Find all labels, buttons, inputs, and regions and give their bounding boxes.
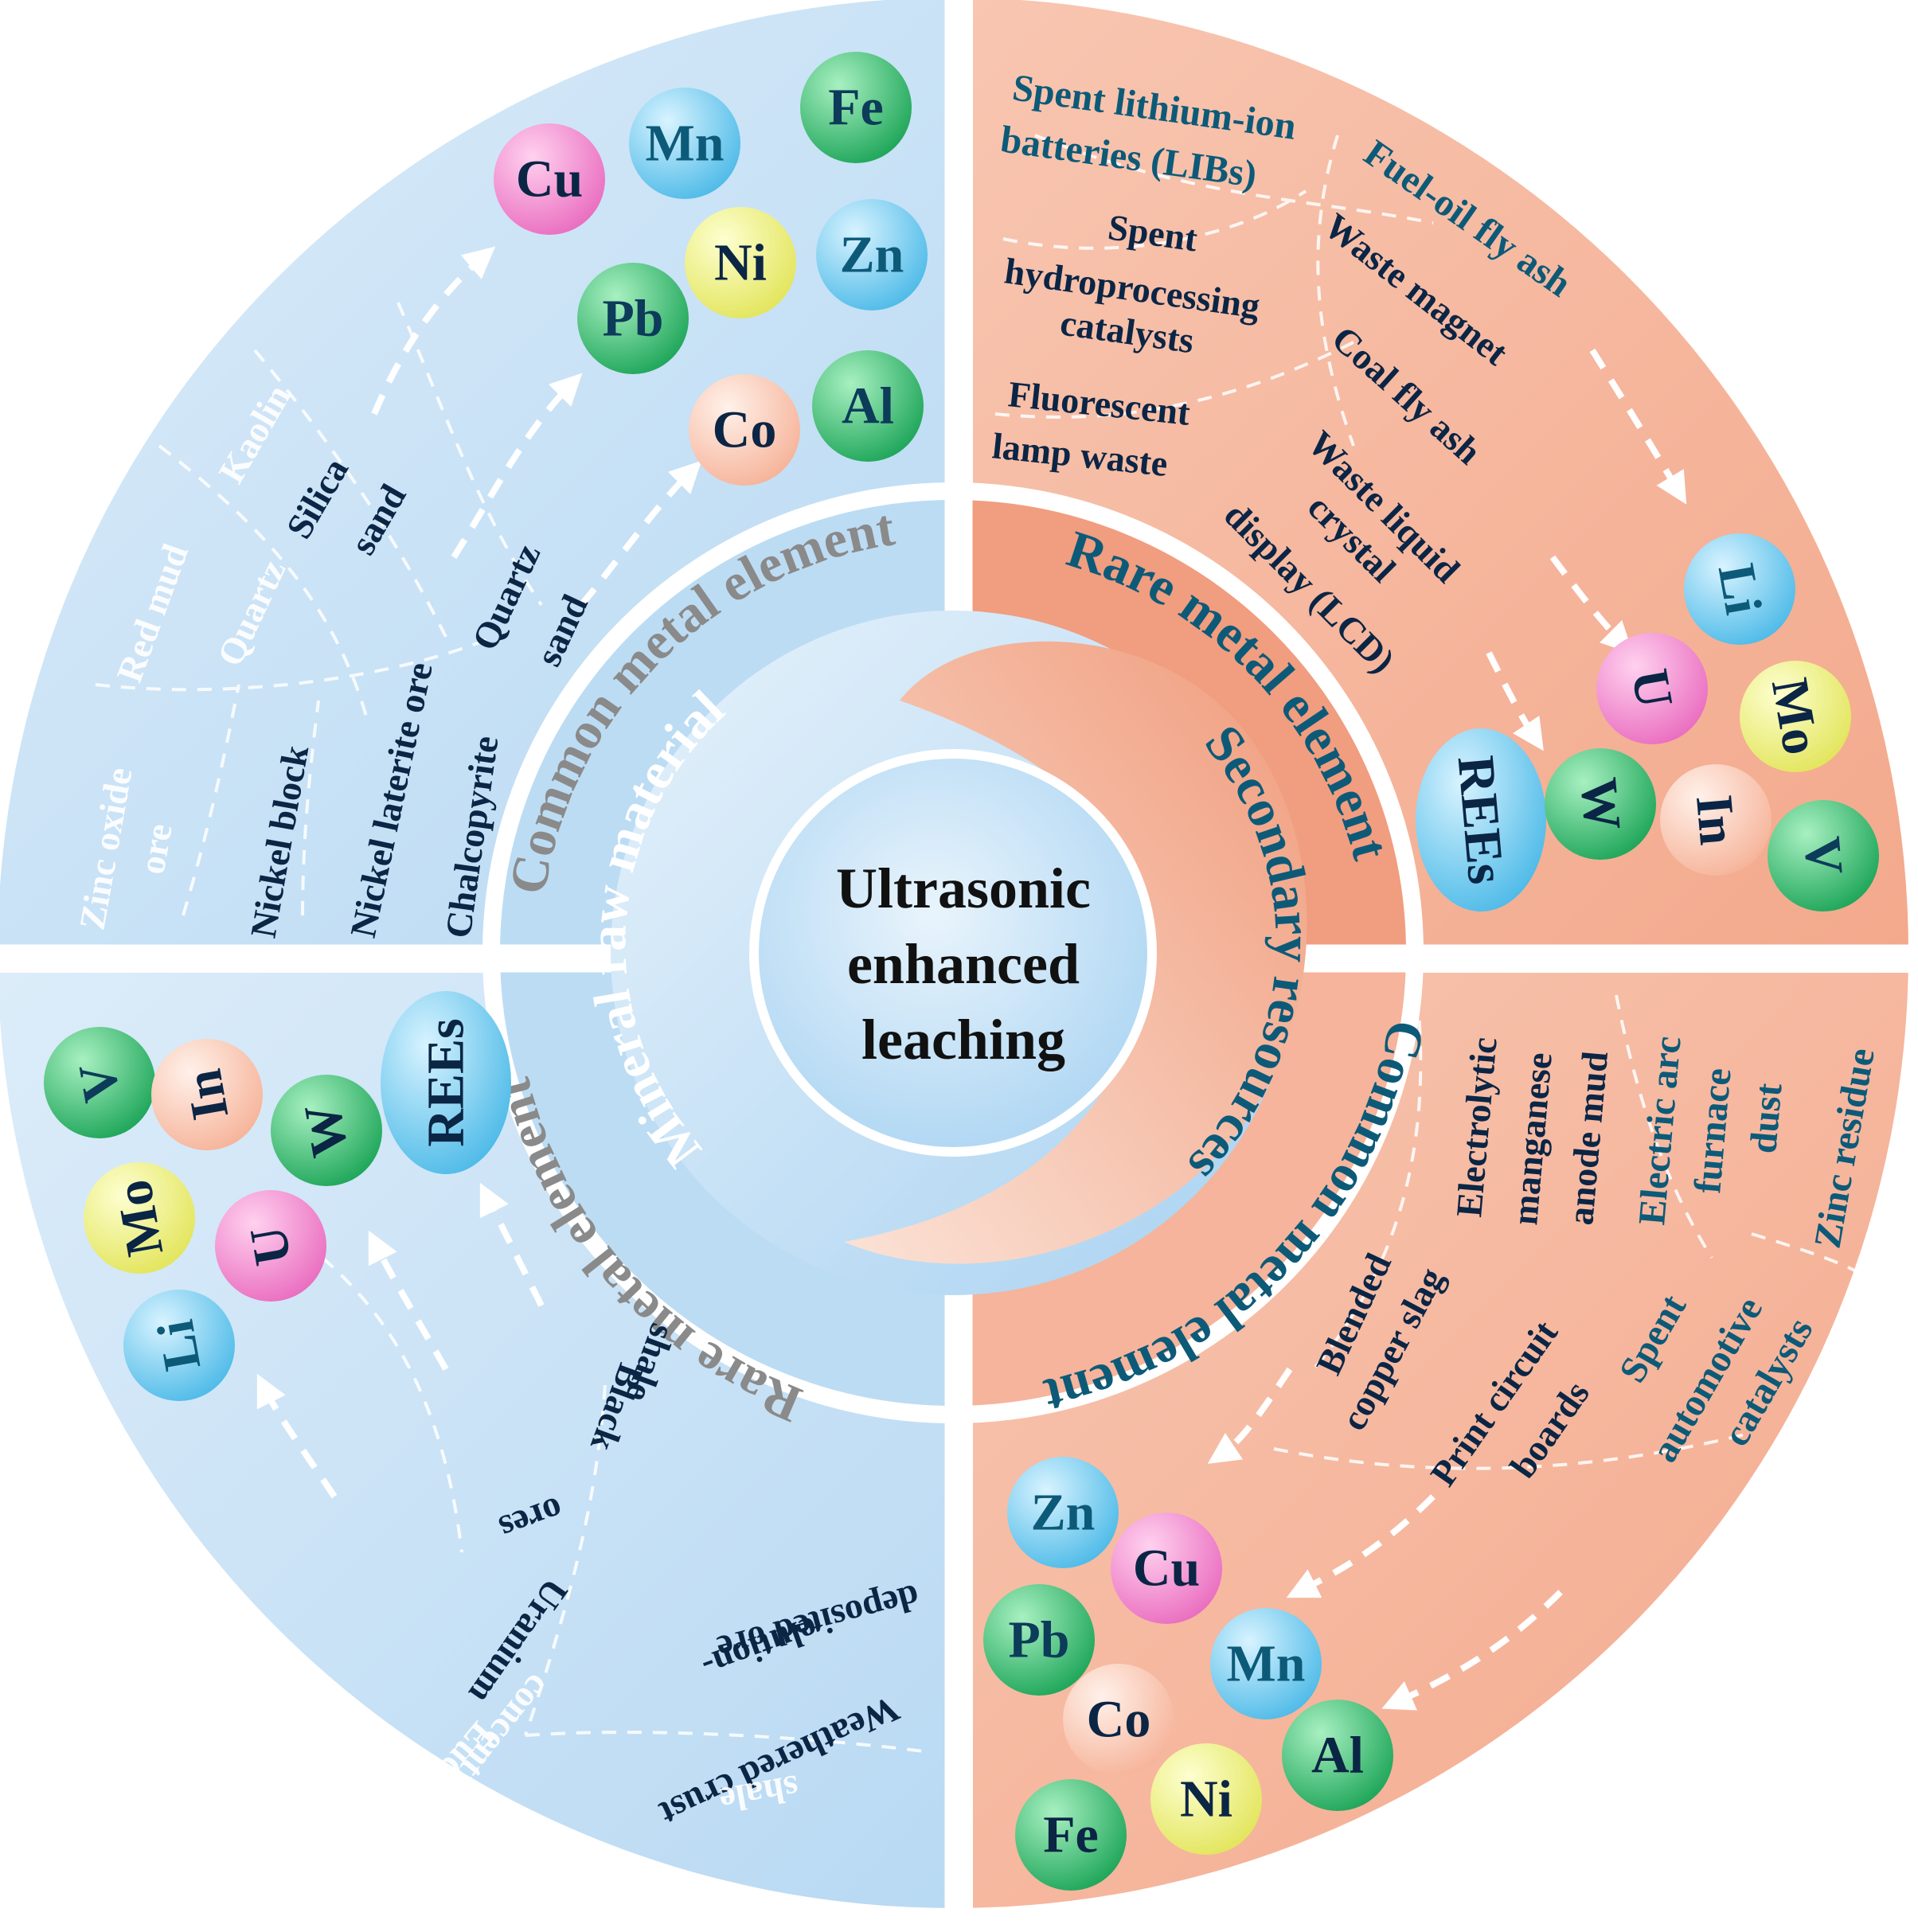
svg-text:Cu: Cu: [1133, 1540, 1200, 1598]
element-ball: Mo: [1740, 661, 1851, 772]
arrow-q1-b: [451, 373, 583, 560]
element-ball: U: [1596, 633, 1708, 744]
element-ball: Pb: [577, 263, 689, 374]
arrow-q3-b: [368, 1230, 449, 1371]
arrow-q1-c: [578, 460, 702, 607]
svg-text:W: W: [293, 1099, 359, 1161]
element-ball: Fe: [1015, 1779, 1127, 1891]
svg-text:Co: Co: [713, 401, 777, 459]
element-ball: Zn: [1007, 1457, 1119, 1568]
svg-text:Li: Li: [146, 1316, 213, 1375]
svg-text:Mn: Mn: [1227, 1635, 1306, 1693]
center: Ultrasonic enhanced leaching: [749, 749, 1157, 1157]
svg-text:Ni: Ni: [1180, 1770, 1232, 1829]
svg-text:REEs: REEs: [417, 1018, 475, 1146]
element-ball: Al: [1282, 1700, 1393, 1811]
svg-text:Mo: Mo: [104, 1176, 174, 1261]
outer-dividers: [95, 134, 1881, 1753]
element-ball: Co: [689, 374, 800, 486]
inner-band-secondary: [844, 641, 1307, 1264]
svg-text:Mo: Mo: [1760, 674, 1830, 759]
src-dust: dust: [1742, 1082, 1790, 1155]
arrow-q4-a: [1207, 1367, 1293, 1464]
element-ball: Cu: [1111, 1512, 1222, 1624]
element-ball: Mn: [629, 88, 740, 199]
element-ball: Mo: [84, 1162, 195, 1274]
element-ball: Pb: [983, 1584, 1095, 1696]
element-ball: W: [1545, 748, 1656, 860]
element-ball: REEs: [381, 991, 511, 1174]
element-ball: REEs: [1416, 728, 1546, 911]
q3-elements: V In W REEs Mo U Li: [44, 991, 511, 1401]
element-ball: Li: [123, 1290, 235, 1401]
arrow-q3-a: [256, 1373, 338, 1499]
element-ball: In: [151, 1039, 263, 1150]
element-ball: Li: [1684, 533, 1795, 645]
arrow-q2-b: [1549, 555, 1634, 654]
element-ball: V: [1768, 800, 1879, 911]
element-ball: Al: [812, 350, 924, 462]
q1-elements: Cu Mn Fe Ni Zn Pb Co Al: [494, 52, 928, 486]
center-title-line-3: leaching: [861, 1008, 1065, 1071]
arrow-q4-b: [1286, 1494, 1436, 1598]
svg-text:Pb: Pb: [1008, 1611, 1069, 1669]
svg-text:Cu: Cu: [516, 150, 583, 209]
svg-text:V: V: [1793, 834, 1854, 877]
svg-text:Mn: Mn: [646, 115, 725, 173]
svg-text:Pb: Pb: [602, 290, 663, 348]
center-title-line-1: Ultrasonic: [836, 857, 1091, 920]
svg-text:Li: Li: [1707, 560, 1773, 619]
q2-elements: Li U Mo REEs W In V: [1416, 533, 1879, 911]
svg-text:Al: Al: [1311, 1727, 1364, 1785]
svg-text:W: W: [1569, 775, 1631, 833]
element-ball: Zn: [816, 199, 928, 310]
element-ball: Mn: [1210, 1608, 1322, 1719]
svg-text:Zn: Zn: [840, 226, 904, 284]
svg-text:Co: Co: [1087, 1691, 1151, 1749]
element-ball: Cu: [494, 123, 605, 235]
element-ball: Fe: [800, 52, 912, 163]
svg-text:Ni: Ni: [714, 234, 767, 292]
element-ball: Ni: [685, 207, 796, 318]
element-ball: Ni: [1150, 1743, 1262, 1855]
arrow-q2-a: [1589, 348, 1687, 505]
element-ball: W: [271, 1075, 382, 1186]
q4-elements: Zn Cu Pb Mn Co Al Ni Fe: [983, 1457, 1393, 1891]
ore-vanadium-bearing: Vanadium-bearing: [609, 1918, 905, 1932]
svg-text:Zn: Zn: [1031, 1484, 1096, 1542]
element-ball: In: [1660, 764, 1772, 876]
arrows: [256, 246, 1687, 1711]
center-title-line-2: enhanced: [847, 932, 1080, 996]
arrow-q2-c: [1486, 651, 1544, 751]
svg-text:Fe: Fe: [828, 79, 884, 137]
svg-text:In: In: [174, 1065, 240, 1124]
arrow-q3-c: [479, 1182, 545, 1307]
element-ball: V: [44, 1027, 155, 1138]
svg-text:Fe: Fe: [1043, 1806, 1099, 1864]
svg-text:In: In: [1685, 793, 1747, 848]
element-ball: Co: [1063, 1664, 1174, 1775]
element-ball: U: [215, 1190, 326, 1302]
svg-text:Al: Al: [842, 377, 894, 435]
ore-zinc-oxide-ore: ore: [131, 821, 180, 877]
svg-text:REEs: REEs: [1447, 753, 1516, 886]
